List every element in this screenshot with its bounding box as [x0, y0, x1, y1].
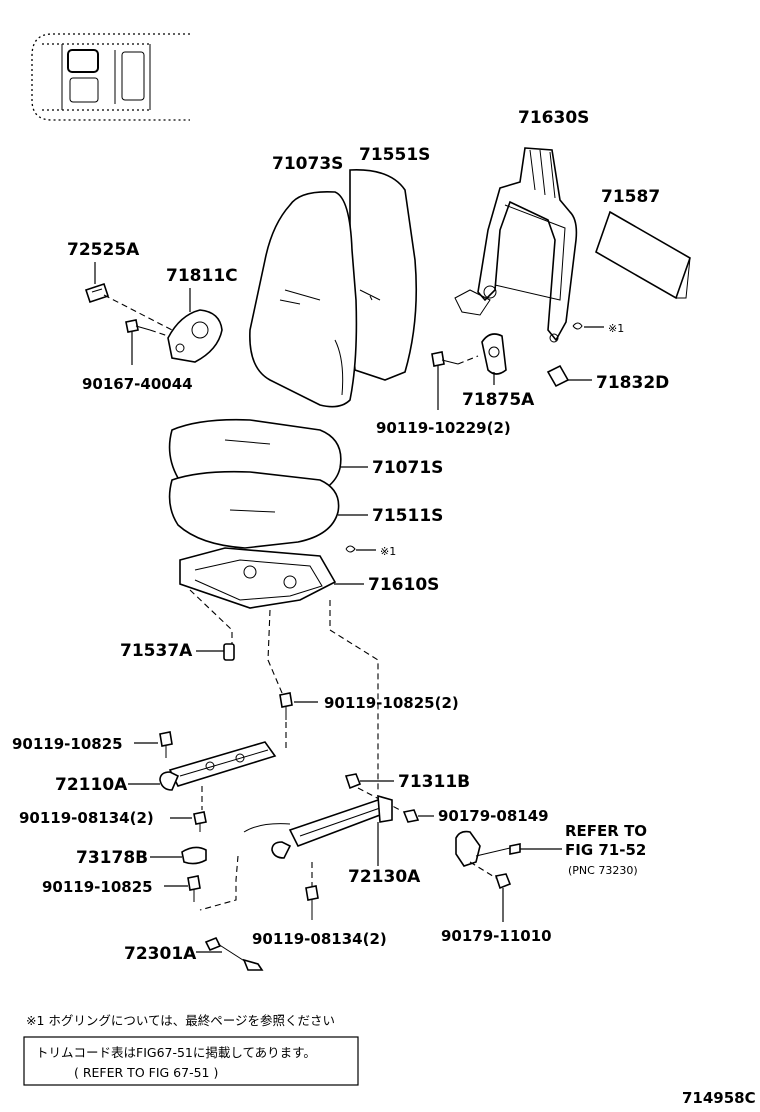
part-label-71811c: 71811C [166, 266, 238, 286]
clip-71832d [546, 364, 570, 388]
part-label-72525a: 72525A [67, 240, 140, 260]
bolt-90119-10825-pair [279, 692, 293, 720]
part-label-90119-10825-a: 90119-10825 [12, 735, 123, 753]
vehicle-location-thumbnail [31, 33, 190, 121]
part-label-90167-40044: 90167-40044 [82, 375, 193, 393]
part-label-71551s: 71551S [359, 145, 430, 165]
part-label-71073s: 71073S [272, 154, 343, 174]
seat-cushion-pad-71511s [168, 470, 340, 549]
bolt-90119-08134-left [193, 811, 207, 832]
cable-72301a [204, 936, 264, 971]
part-label-71511s: 71511S [372, 506, 443, 526]
screw-90167-40044 [125, 319, 151, 333]
part-label-71630s: 71630S [518, 108, 589, 128]
part-label-72301a: 72301A [124, 944, 197, 964]
cover-73178b [181, 846, 207, 865]
bolt-90119-08134-lower [305, 885, 319, 920]
nut-90179-08149 [402, 809, 420, 823]
part-label-71537a: 71537A [120, 641, 193, 661]
hog-ring-marker-2 [345, 545, 376, 553]
hog-ring-footnote: ※1 ホグリングについては、最終ページを参照ください [26, 1013, 335, 1028]
part-label-72110a: 72110A [55, 775, 128, 795]
part-label-90119-08134-2a: 90119-08134(2) [19, 809, 154, 827]
hog-ring-mark-label-2: ※1 [380, 545, 396, 558]
figure-number: 714958C [682, 1089, 756, 1107]
part-label-71832d: 71832D [596, 373, 669, 393]
part-label-90179-11010: 90179-11010 [441, 927, 552, 945]
part-label-90119-10825-2: 90119-10825(2) [324, 694, 459, 712]
bolt-90119-10825-left [159, 731, 173, 758]
trim-code-note-box [23, 1036, 359, 1086]
trim-code-note-line2: ( REFER TO FIG 67-51 ) [74, 1065, 218, 1080]
part-label-90179-08149: 90179-08149 [438, 807, 549, 825]
part-label-71311b: 71311B [398, 772, 470, 792]
refer-to-label: REFER TO [565, 822, 647, 840]
pad-71587 [595, 210, 691, 300]
seatback-frame-71630s [454, 147, 578, 343]
bolt-90119-10229 [431, 351, 459, 367]
hog-ring-marker-1 [572, 322, 604, 330]
cover-71537a [223, 643, 235, 661]
part-label-71587: 71587 [601, 187, 660, 207]
clip-72525a [84, 282, 110, 304]
seat-cushion-frame-71610s [179, 547, 337, 609]
part-label-72130a: 72130A [348, 867, 421, 887]
part-label-90119-10229: 90119-10229(2) [376, 419, 511, 437]
seat-track-72110a [159, 741, 277, 791]
seat-belt-buckle [455, 830, 521, 867]
part-label-90119-08134-2b: 90119-08134(2) [252, 930, 387, 948]
refer-fig-label: FIG 71-52 [565, 841, 646, 859]
part-label-90119-10825-b: 90119-10825 [42, 878, 153, 896]
recliner-cover-71875a [481, 333, 507, 375]
bolt-90119-10825-lower [187, 875, 201, 902]
part-label-71071s: 71071S [372, 458, 443, 478]
trim-code-note-line1: トリムコード表はFIG67-51に掲載してあります。 [36, 1045, 316, 1060]
seat-track-72130a [243, 794, 393, 859]
hog-ring-mark-label-1: ※1 [608, 322, 624, 335]
refer-pnc-label: (PNC 73230) [568, 864, 638, 877]
seatback-cover-71073s [249, 169, 418, 408]
nut-90179-11010 [494, 873, 512, 890]
nut-71311b [344, 773, 362, 790]
reclining-cover-71811c [167, 309, 223, 363]
part-label-71875a: 71875A [462, 390, 535, 410]
part-label-73178b: 73178B [76, 848, 148, 868]
part-label-71610s: 71610S [368, 575, 439, 595]
